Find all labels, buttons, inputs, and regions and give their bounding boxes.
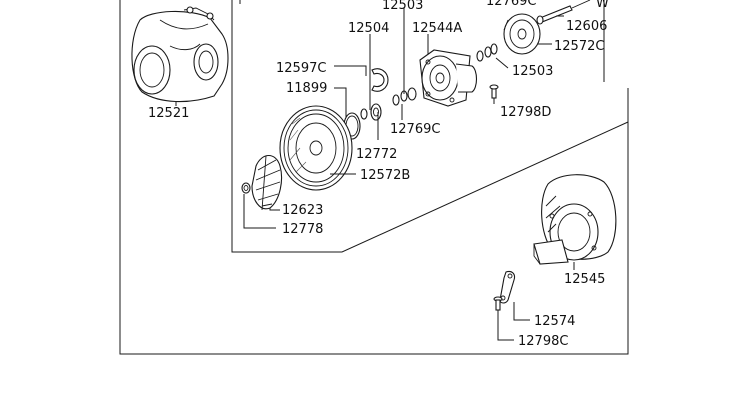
label-12572c: 12572C: [554, 39, 604, 54]
label-11899: 11899: [286, 81, 327, 96]
shaft-12606: [536, 0, 591, 25]
w-mark: W: [596, 0, 609, 11]
label-12574: 12574: [534, 314, 575, 329]
label-12572b: 12572B: [360, 168, 410, 183]
label-12504: 12504: [348, 21, 389, 36]
label-12503-top: 12503: [382, 0, 423, 13]
leader-lines: [175, 8, 575, 341]
label-12544a: 12544A: [412, 21, 462, 36]
back-plate-12572c: [503, 13, 541, 55]
seal-plate-12572b: [279, 105, 353, 191]
part-labels: 12503 12769C 12606 12504 12544A 12572C 1…: [148, 0, 607, 349]
label-12623: 12623: [282, 203, 323, 218]
nut-12778: [241, 182, 251, 194]
turbine-housing-12521: [131, 6, 229, 103]
clamp-12574: [499, 270, 516, 304]
bolt-12798d: [489, 84, 499, 99]
label-12769c-mid: 12769C: [390, 122, 440, 137]
label-12798c: 12798C: [518, 334, 568, 349]
label-12606: 12606: [566, 19, 607, 34]
seal-parts-12504: [360, 87, 417, 121]
compressor-wheel-12623: [251, 154, 283, 211]
label-12503-mid: 12503: [512, 64, 553, 79]
label-12597c: 12597C: [276, 61, 326, 76]
label-12545: 12545: [564, 272, 605, 287]
center-housing-12544a: [419, 49, 478, 107]
label-12798d: 12798D: [500, 105, 551, 120]
diagram-frame: [119, 0, 629, 355]
bolt-12798c: [493, 296, 503, 311]
bearing-parts-12503: [476, 43, 498, 62]
retaining-ring-12597c: [371, 68, 389, 92]
label-12521: 12521: [148, 106, 189, 121]
compressor-housing-12545: [533, 174, 617, 265]
label-12778: 12778: [282, 222, 323, 237]
label-12772: 12772: [356, 147, 397, 162]
label-12769c-top: 12769C: [486, 0, 536, 9]
